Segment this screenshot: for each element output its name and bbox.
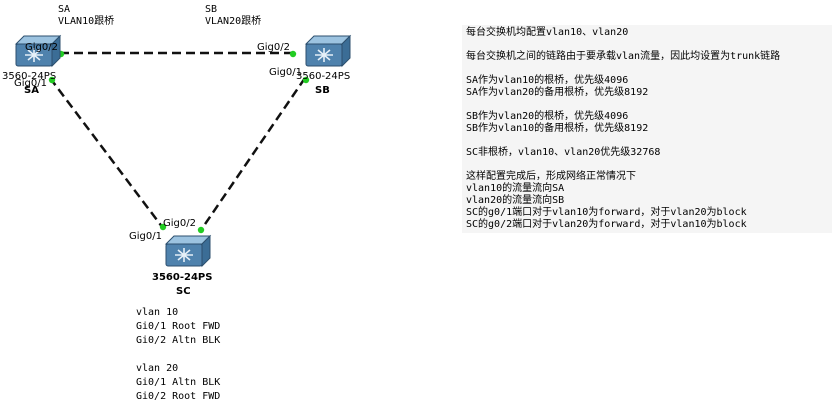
note-line: SA作为vlan20的备用根桥，优先级8192: [466, 87, 649, 98]
sc-status-line: [136, 348, 220, 362]
sa-note-line-1: SA: [58, 4, 71, 15]
sc-status-line: vlan 20: [136, 363, 179, 374]
note-line: 每台交换机之间的链路由于要承载vlan流量，因此均设置为trunk链路: [466, 51, 781, 62]
sa-model-label: 3560-24PS: [2, 71, 57, 82]
sa-note: SA VLAN10跟桥: [58, 4, 114, 28]
sb-note-line-1: SB: [205, 4, 218, 15]
port-dot-sb-g02: [289, 50, 297, 58]
note-line: SC的g0/2端口对于vlan20为forward，对于vlan10为block: [466, 219, 747, 230]
note-line: [466, 63, 828, 75]
sb-name-label: SB: [315, 85, 330, 96]
link-sb-sc: [199, 77, 307, 231]
sc-stp-status: vlan 10 Gi0/1 Root FWD Gi0/2 Altn BLK vl…: [136, 306, 220, 404]
note-line: 这样配置完成后，形成网络正常情况下: [466, 171, 636, 182]
note-line: [466, 159, 828, 171]
sa-g02-label: Gig0/2: [25, 42, 58, 53]
note-line: 每台交换机均配置vlan10、vlan20: [466, 27, 629, 38]
sc-model-label: 3560-24PS: [152, 272, 213, 283]
note-line: vlan20的流量流向SB: [466, 195, 565, 206]
sb-note-line-2: VLAN20跟桥: [205, 16, 262, 27]
sc-status-line: Gi0/1 Altn BLK: [136, 377, 221, 388]
port-dot-sc-g02: [197, 226, 205, 234]
sa-name-label: SA: [24, 85, 39, 96]
switch-sa-icon[interactable]: [14, 34, 62, 68]
sc-name-label: SC: [176, 286, 191, 297]
note-line: SB作为vlan20的根桥，优先级4096: [466, 111, 629, 122]
sa-note-line-2: VLAN10跟桥: [58, 16, 115, 27]
sc-status-line: Gi0/1 Root FWD: [136, 321, 221, 332]
note-line: SC的g0/1端口对于vlan10为forward，对于vlan20为block: [466, 207, 747, 218]
sb-note: SB VLAN20跟桥: [205, 4, 261, 28]
sb-g01-label: Gig0/1: [269, 67, 302, 78]
sa-g01-label: Gig0/1: [14, 78, 47, 89]
sb-model-label: 3560-24PS: [296, 71, 351, 82]
note-line: [466, 99, 828, 111]
sc-g02-label: Gig0/2: [163, 218, 196, 229]
switch-sb-icon[interactable]: [304, 34, 352, 68]
switch-sc-icon[interactable]: [164, 234, 212, 268]
sb-g02-label: Gig0/2: [257, 42, 290, 53]
port-dot-sa-g01: [48, 76, 56, 84]
note-line: vlan10的流量流向SA: [466, 183, 565, 194]
config-notes: 每台交换机均配置vlan10、vlan20 每台交换机之间的链路由于要承载vla…: [462, 25, 832, 233]
sc-status-line: Gi0/2 Altn BLK: [136, 335, 221, 346]
sc-status-line: vlan 10: [136, 307, 179, 318]
note-line: SA作为vlan10的根桥，优先级4096: [466, 75, 629, 86]
port-dot-sc-g01: [159, 223, 167, 231]
link-sa-sc: [49, 77, 164, 229]
note-line: [466, 39, 828, 51]
sc-status-line: Gi0/2 Root FWD: [136, 391, 221, 402]
port-dot-sb-g01: [302, 76, 310, 84]
note-line: [466, 135, 828, 147]
note-line: SC非根桥，vlan10、vlan20优先级32768: [466, 147, 661, 158]
note-line: SB作为vlan10的备用根桥，优先级8192: [466, 123, 649, 134]
sc-g01-label: Gig0/1: [129, 231, 162, 242]
